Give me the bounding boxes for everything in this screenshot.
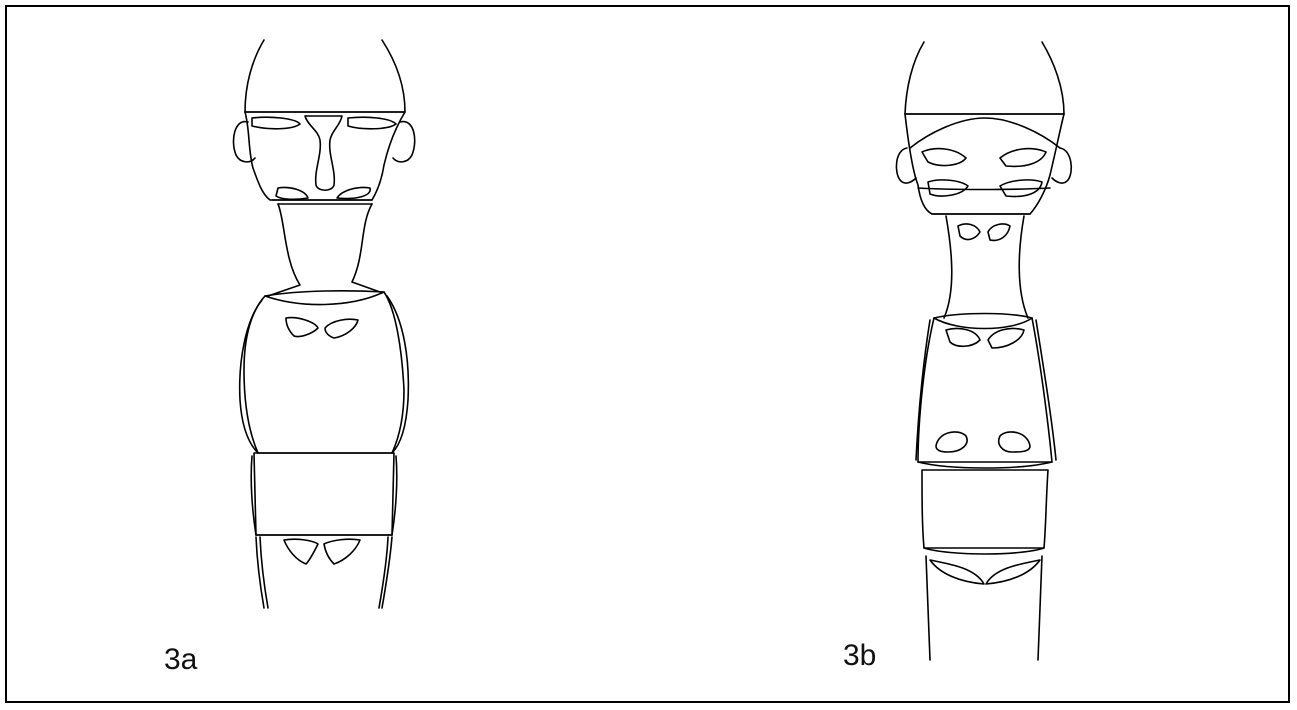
neck-3b [944, 216, 1028, 318]
mark-3b-2 [1000, 149, 1046, 167]
mark-3a-8 [284, 539, 318, 564]
head-3a [245, 40, 405, 112]
mark-3a-2 [348, 117, 396, 129]
segment1-3a [245, 112, 405, 200]
specimen-3a-outline [233, 40, 414, 608]
mark-3b-1 [922, 149, 966, 166]
segment1-3b [905, 114, 1064, 214]
mark-3a-9 [324, 539, 360, 564]
mark-3b-5 [958, 224, 980, 239]
mark-3b-3 [928, 180, 968, 196]
mark-3b-11 [930, 560, 984, 584]
mark-3a-6 [286, 318, 318, 337]
mark-3a-7 [325, 319, 358, 338]
mark-3b-9 [936, 432, 967, 452]
mark-3a-4 [276, 187, 308, 199]
head-3b [905, 42, 1064, 114]
mark-3a-5 [337, 187, 370, 198]
lobe-left-3a [233, 122, 255, 162]
mark-3b-7 [946, 328, 980, 346]
specimen-3b-outline [896, 42, 1071, 660]
panel-label-3b: 3b [843, 641, 876, 671]
neck-3a [268, 204, 380, 296]
mark-3a-1 [252, 117, 300, 129]
lower-3b [922, 470, 1048, 548]
mark-3b-12 [986, 560, 1040, 584]
body-3a [244, 291, 404, 453]
mark-3a-3 [305, 116, 342, 190]
lower-3a [254, 453, 394, 535]
panel-label-3a: 3a [164, 645, 197, 675]
mark-3b-8 [988, 328, 1024, 348]
mark-3b-6 [988, 224, 1010, 240]
mark-3b-10 [999, 432, 1030, 452]
